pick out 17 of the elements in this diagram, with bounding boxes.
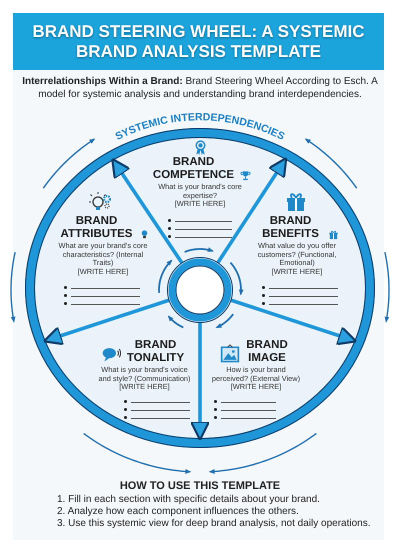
section-heading: BRAND ATTRIBUTES	[60, 215, 134, 240]
spoke-arrow	[230, 298, 358, 346]
section-heading: BRAND IMAGE	[245, 339, 289, 364]
section-heading: BRAND BENEFITS	[261, 215, 320, 240]
instruction-text: 3. Use this systemic view for deep brand analysis, not daily operations.	[57, 518, 370, 530]
section-heading: BRAND TONALITY	[126, 339, 186, 364]
instruction-text: 2. Analyze how each component influences the others.	[57, 506, 299, 518]
spoke-arrow	[190, 322, 210, 441]
title: BRAND STEERING WHEEL: A SYSTEMIC BRAND ANALYSIS TEMPLATE	[31, 22, 366, 62]
spoke-arrow	[216, 157, 288, 264]
spoke-arrow	[42, 298, 170, 346]
subtitle: Interrelationships Within a Brand: Brand Steering Wheel According to Esch. A model for systemic analysis and understanding brand interdependencies.	[21, 76, 379, 101]
spoke-arrow	[111, 158, 184, 264]
hub-circle	[167, 257, 233, 323]
section-heading: HOW TO USE THIS TEMPLATE	[118, 480, 282, 492]
section-heading: BRAND COMPETENCE	[152, 156, 236, 181]
instruction-text: 1. Fill in each section with specific details about your brand.	[57, 494, 320, 506]
